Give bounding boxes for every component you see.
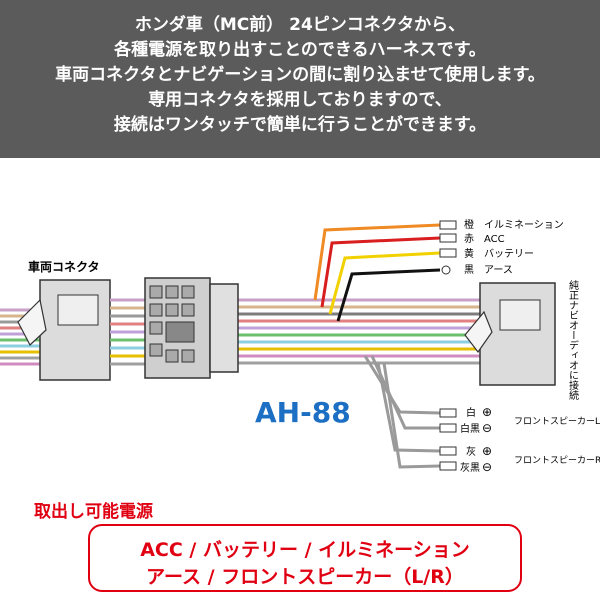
product-code: AH-88 xyxy=(255,396,351,429)
available-power-line-1: ACC / バッテリー / イルミネーション xyxy=(140,539,470,561)
intro-banner: ホンダ車（MC前） 24ピンコネクタから、 各種電源を取り出すことのできるハーネ… xyxy=(0,0,600,158)
available-power-line-2: アース / フロントスピーカー（L/R） xyxy=(146,566,464,588)
minus-icon: ⊖ xyxy=(482,460,492,474)
terminal-color-black: 黒 xyxy=(464,264,474,276)
harness-connector xyxy=(144,277,239,379)
speaker-l-plus-label: 白 xyxy=(466,406,476,419)
available-power-box: ACC / バッテリー / イルミネーション アース / フロントスピーカー（L… xyxy=(88,524,522,592)
navi-connector xyxy=(464,282,556,386)
speaker-r-name: フロントスピーカーR xyxy=(514,455,600,466)
vehicle-connector xyxy=(17,279,111,381)
terminal-color-red: 赤 xyxy=(464,233,474,245)
terminal-function-acc: ACC xyxy=(484,234,505,245)
speaker-l-minus-label: 白黒 xyxy=(460,422,480,435)
terminal-function-battery: バッテリー xyxy=(484,248,534,260)
intro-line-3: 車両コネクタとナビゲーションの間に割り込ませて使用します。 xyxy=(55,65,545,85)
plus-icon: ⊕ xyxy=(482,444,492,458)
terminal-color-yellow: 黄 xyxy=(464,247,474,260)
available-power-title: 取出し可能電源 xyxy=(34,502,153,522)
main-wire-bundle xyxy=(110,298,480,366)
terminal-color-orange: 橙 xyxy=(464,218,474,231)
branch-wires xyxy=(313,223,441,469)
intro-line-5: 接続はワンタッチで簡単に行うことができます。 xyxy=(113,115,487,135)
intro-line-2: 各種電源を取り出すことのできるハーネスです。 xyxy=(114,40,486,60)
terminal-connectors xyxy=(439,220,457,471)
speaker-r-minus-label: 灰黒 xyxy=(460,461,480,474)
minus-icon: ⊖ xyxy=(482,421,492,435)
terminal-function-illumination: イルミネーション xyxy=(484,219,564,231)
terminal-function-ground: アース xyxy=(484,265,513,276)
navi-connector-label: 純正ナビオーディオに接続 xyxy=(567,279,579,401)
harness-diagram: 車両コネクタ AH-88 純正ナビオーディオに接続 橙 イルミネーション 赤 A… xyxy=(0,218,600,474)
vehicle-connector-label: 車両コネクタ xyxy=(28,259,100,274)
plus-icon: ⊕ xyxy=(482,405,492,419)
intro-line-1: ホンダ車（MC前） 24ピンコネクタから、 xyxy=(134,15,466,35)
speaker-r-plus-label: 灰 xyxy=(466,445,476,458)
intro-line-4: 専用コネクタを採用しておりますので、 xyxy=(148,90,452,110)
speaker-l-name: フロントスピーカーL xyxy=(514,416,600,427)
